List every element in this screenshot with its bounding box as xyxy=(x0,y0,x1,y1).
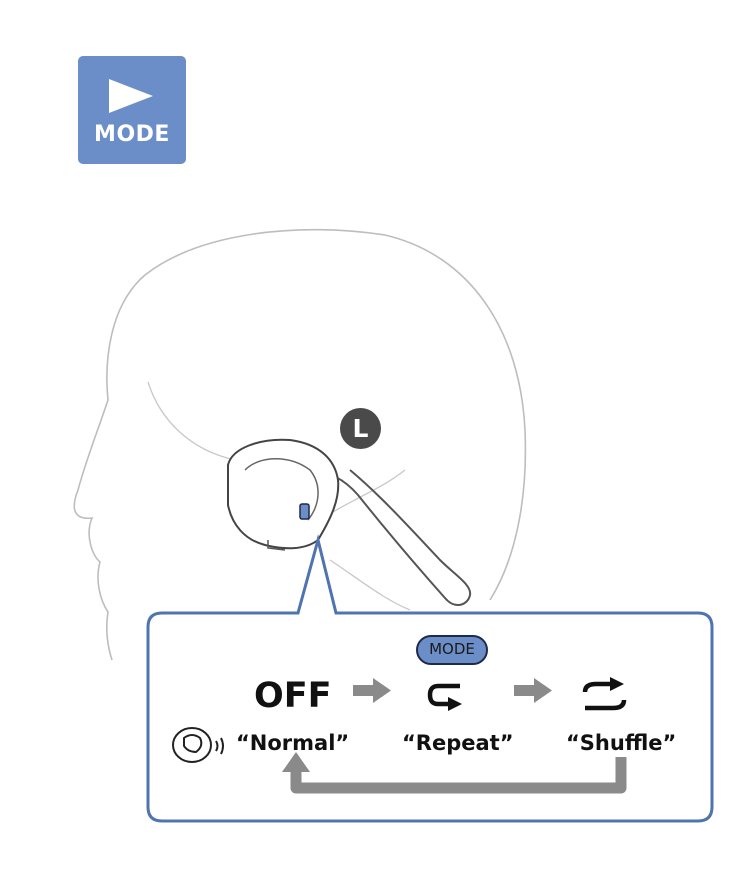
state-repeat-caption: “Repeat” xyxy=(402,731,514,755)
head-outline xyxy=(73,228,527,661)
earbud-tab xyxy=(267,540,286,551)
mode-badge-label: MODE xyxy=(94,122,170,147)
left-side-marker: L xyxy=(340,408,381,449)
return-loop-arrowhead xyxy=(282,752,310,772)
right-arrow-icon xyxy=(353,678,391,703)
earbud-mode-button xyxy=(299,503,310,520)
headset-sound-icon xyxy=(172,727,224,763)
state-shuffle-caption: “Shuffle” xyxy=(566,731,677,755)
repeat-icon xyxy=(427,683,462,711)
callout-panel xyxy=(146,534,714,823)
earbud-housing xyxy=(227,438,340,550)
ear-line xyxy=(147,381,236,461)
mode-button-label: MODE xyxy=(416,635,488,665)
return-loop-arrow-icon xyxy=(290,757,627,794)
right-arrow-icon xyxy=(514,678,552,703)
play-triangle-icon xyxy=(109,79,153,113)
earbud-inner xyxy=(244,458,319,521)
shuffle-icon xyxy=(582,677,627,711)
state-off-main: OFF xyxy=(254,676,332,716)
state-normal-caption: “Normal” xyxy=(236,731,350,755)
mode-badge: MODE xyxy=(78,56,186,164)
neckband xyxy=(299,469,472,606)
jaw-line xyxy=(329,559,411,611)
